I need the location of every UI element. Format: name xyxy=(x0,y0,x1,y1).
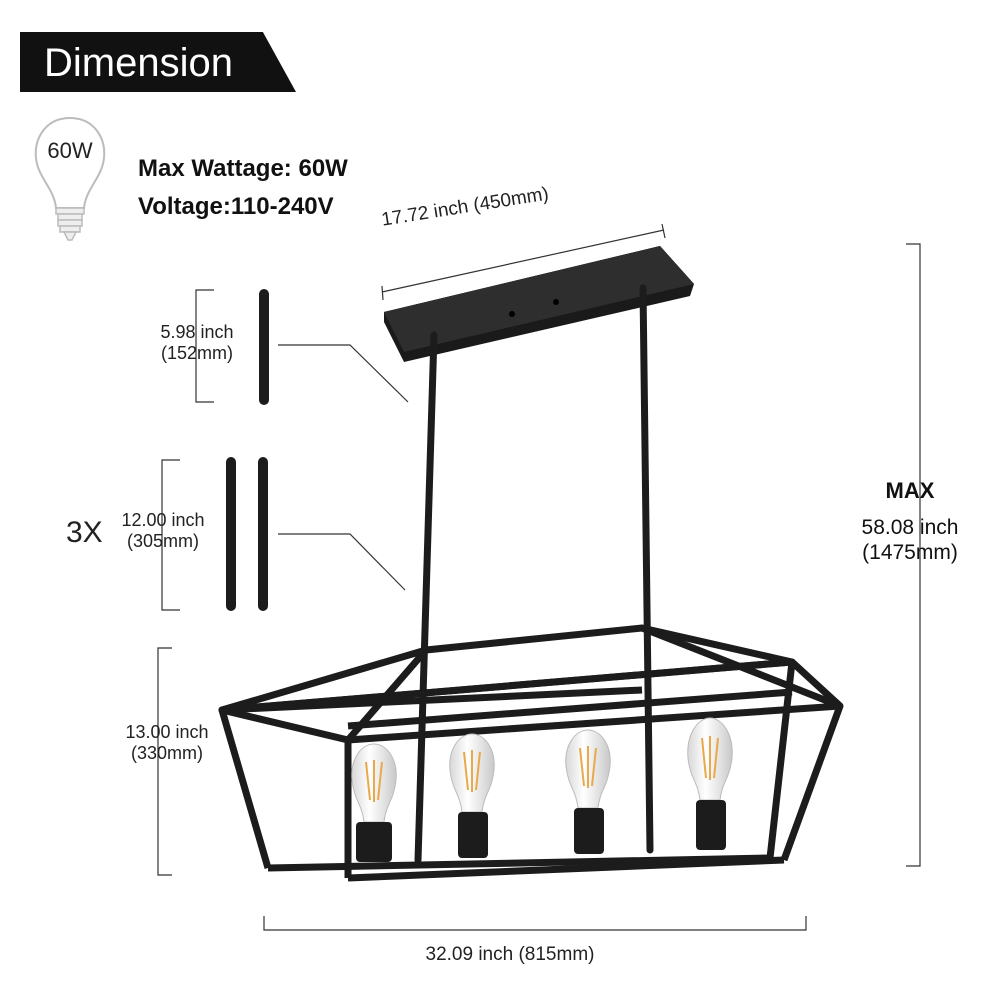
long-rod-mm: (305mm) xyxy=(126,531,199,551)
max-height-dimension: 58.08 inch (1475mm) xyxy=(840,515,980,565)
max-height-mm: (1475mm) xyxy=(862,541,958,564)
voltage-spec: Voltage:110-240V xyxy=(138,193,334,220)
banner-title: Dimension xyxy=(44,41,233,85)
dimension-brackets xyxy=(157,243,921,931)
cage-height-dimension: 13.00 inch (330mm) xyxy=(112,722,222,764)
bulb-3 xyxy=(565,729,611,854)
short-rod-inch: 5.98 inch xyxy=(160,322,234,342)
bulb-1 xyxy=(351,743,397,862)
max-wattage-spec: Max Wattage: 60W xyxy=(138,155,348,182)
max-height-title: MAX xyxy=(885,478,935,503)
bulb-wattage-label: 60W xyxy=(47,138,93,163)
canopy-dimension-line xyxy=(381,223,666,301)
ceiling-canopy xyxy=(384,246,694,362)
long-rod-dimension: 12.00 inch (305mm) xyxy=(108,510,218,552)
cage-height-inch: 13.00 inch xyxy=(125,722,209,742)
suspension-rods xyxy=(414,284,654,864)
cage-height-mm: (330mm) xyxy=(130,743,203,763)
max-height-inch: 58.08 inch xyxy=(861,516,959,539)
long-rod-inch: 12.00 inch xyxy=(121,510,205,530)
rod-leader-lines xyxy=(278,344,409,591)
long-rod-quantity: 3X xyxy=(66,516,103,549)
light-bulb-icon xyxy=(34,116,106,241)
dimension-banner xyxy=(20,32,296,92)
overall-width-label: 32.09 inch (815mm) xyxy=(425,944,595,965)
extension-rods xyxy=(226,289,269,611)
bulbs xyxy=(351,717,733,862)
bulb-4 xyxy=(687,717,733,850)
short-rod-mm: (152mm) xyxy=(160,343,233,363)
short-rod-dimension: 5.98 inch (152mm) xyxy=(142,322,252,364)
bulb-2 xyxy=(449,733,495,858)
cage-frame xyxy=(218,624,844,882)
